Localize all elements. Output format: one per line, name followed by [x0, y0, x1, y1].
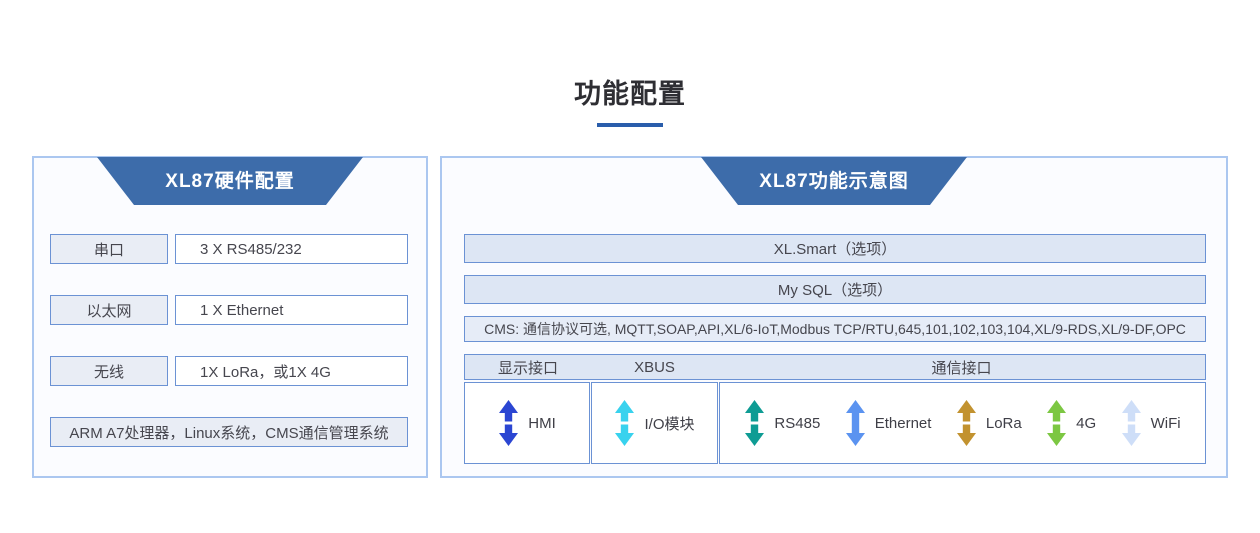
- interface-item: WiFi: [1121, 400, 1181, 446]
- double-arrow-icon: [499, 400, 519, 446]
- interface-label: HMI: [528, 414, 556, 432]
- interface-label: LoRa: [985, 414, 1022, 432]
- comm-interface-cell: RS485 Ethernet LoRa 4G WiFi: [719, 382, 1206, 464]
- hardware-row-label: 串口: [50, 234, 168, 264]
- interface-item: Ethernet: [845, 400, 932, 446]
- double-arrow-icon: [615, 400, 635, 446]
- interface-label: RS485: [774, 414, 821, 432]
- hardware-config-panel: XL87硬件配置 串口 3 X RS485/232 以太网 1 X Ethern…: [32, 156, 428, 478]
- interface-column-header: 显示接口 XBUS 通信接口: [464, 354, 1206, 380]
- interface-item: RS485: [744, 400, 820, 446]
- hardware-row-value: 1 X Ethernet: [175, 295, 408, 325]
- interface-label: WiFi: [1150, 414, 1181, 432]
- function-diagram-panel: XL87功能示意图 XL.Smart（选项） My SQL（选项） CMS: 通…: [440, 156, 1228, 478]
- interface-label: I/O模块: [644, 415, 695, 433]
- hardware-panel-title: XL87硬件配置: [165, 170, 295, 192]
- diagram-panel-header: XL87功能示意图: [701, 157, 967, 205]
- interface-item: LoRa: [956, 400, 1022, 446]
- mysql-option-row: My SQL（选项）: [464, 275, 1206, 304]
- double-arrow-icon: [956, 400, 976, 446]
- diagram-panel-body: XL.Smart（选项） My SQL（选项） CMS: 通信协议可选, MQT…: [442, 205, 1226, 464]
- hardware-panel-body: 串口 3 X RS485/232 以太网 1 X Ethernet 无线 1X …: [34, 205, 426, 447]
- double-arrow-icon: [745, 400, 765, 446]
- interface-item: HMI: [498, 400, 556, 446]
- xlsmart-option-row: XL.Smart（选项）: [464, 234, 1206, 263]
- display-interface-cell: HMI: [464, 382, 590, 464]
- xbus-interface-cell: I/O模块: [591, 382, 718, 464]
- diagram-panel-title: XL87功能示意图: [759, 170, 909, 192]
- page-title: 功能配置: [574, 79, 686, 109]
- interface-label: Ethernet: [874, 414, 932, 432]
- column-label-comm: 通信接口: [931, 359, 992, 377]
- hardware-row-label: 无线: [50, 356, 168, 386]
- double-arrow-icon: [1121, 400, 1141, 446]
- interface-item: I/O模块: [614, 400, 695, 446]
- hardware-row-value: 1X LoRa，或1X 4G: [175, 356, 408, 386]
- hardware-row-wireless: 无线 1X LoRa，或1X 4G: [50, 356, 408, 386]
- column-label-xbus: XBUS: [634, 358, 675, 376]
- interface-cells: HMI I/O模块 RS485 Ethernet LoRa 4G WiFi: [464, 382, 1206, 464]
- hardware-row-label: 以太网: [50, 295, 168, 325]
- interface-item: 4G: [1046, 400, 1096, 446]
- double-arrow-icon: [1047, 400, 1067, 446]
- hardware-row-ethernet: 以太网 1 X Ethernet: [50, 295, 408, 325]
- hardware-row-serial: 串口 3 X RS485/232: [50, 234, 408, 264]
- cms-protocols-row: CMS: 通信协议可选, MQTT,SOAP,API,XL/6-IoT,Modb…: [464, 316, 1206, 342]
- hardware-row-value: 3 X RS485/232: [175, 234, 408, 264]
- title-block: 功能配置: [0, 72, 1260, 127]
- hardware-panel-header: XL87硬件配置: [97, 157, 363, 205]
- double-arrow-icon: [845, 400, 865, 446]
- hardware-platform-row: ARM A7处理器，Linux系统，CMS通信管理系统: [50, 417, 408, 447]
- title-underline: [597, 123, 663, 127]
- interface-label: 4G: [1076, 414, 1097, 432]
- column-label-display: 显示接口: [497, 359, 558, 377]
